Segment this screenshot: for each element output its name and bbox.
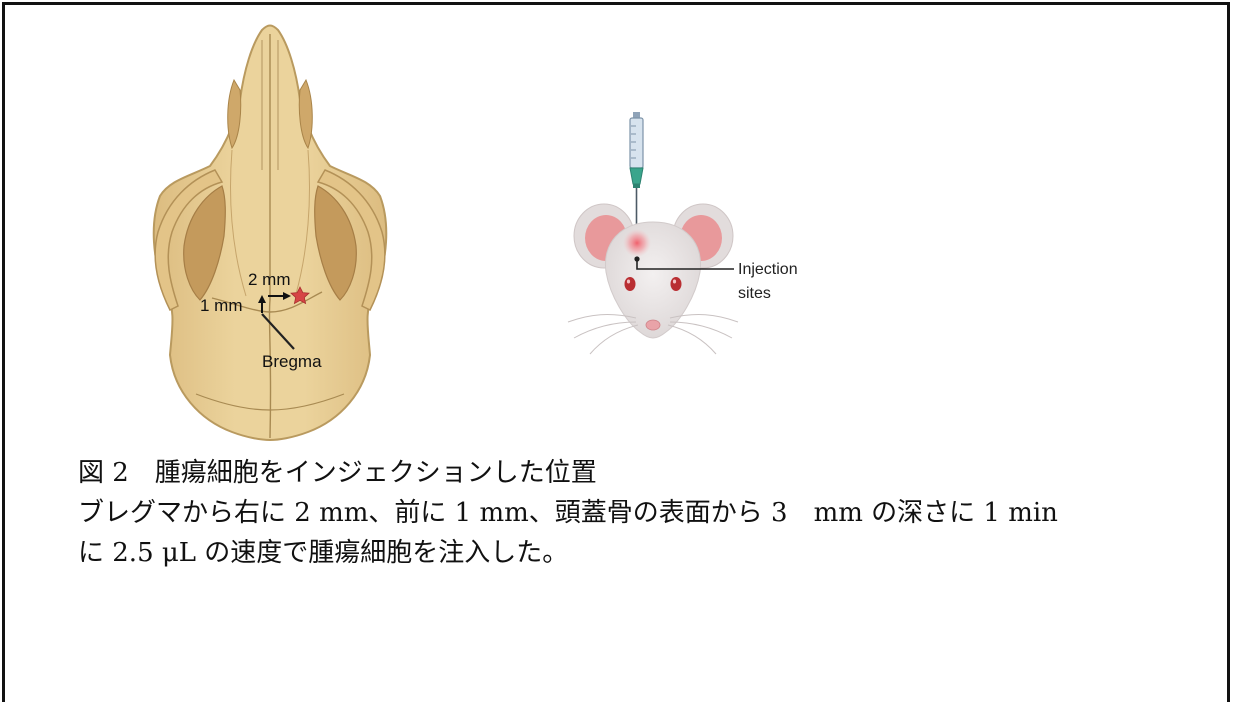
label-bregma: Bregma <box>262 352 322 371</box>
figure-caption: 図 2 腫瘍細胞をインジェクションした位置 ブレグマから右に 2 mm、前に 1… <box>78 453 1208 573</box>
caption-body-line1: ブレグマから右に 2 mm、前に 1 mm、頭蓋骨の表面から 3 mm の深さに… <box>78 493 1208 533</box>
label-injection: Injection <box>738 261 798 278</box>
right-eye <box>671 277 682 291</box>
caption-title: 図 2 腫瘍細胞をインジェクションした位置 <box>78 453 1208 493</box>
left-eye <box>625 277 636 291</box>
label-2mm: 2 mm <box>248 270 291 289</box>
mouse-illustration: Injection sites <box>568 112 798 354</box>
figure-illustrations: 2 mm 1 mm Bregma <box>0 0 1234 445</box>
figure-area: 2 mm 1 mm Bregma <box>0 0 1234 445</box>
left-eye-highlight <box>627 280 630 284</box>
skull-illustration: 2 mm 1 mm Bregma <box>154 26 387 441</box>
label-sites: sites <box>738 285 771 302</box>
mouse-nose <box>646 320 660 330</box>
label-1mm: 1 mm <box>200 296 243 315</box>
injection-glow <box>623 229 651 257</box>
right-eye-highlight <box>673 280 676 284</box>
syringe-hub <box>630 168 643 184</box>
syringe <box>630 112 643 236</box>
caption-body-line2: に 2.5 μL の速度で腫瘍細胞を注入した。 <box>78 533 1208 573</box>
